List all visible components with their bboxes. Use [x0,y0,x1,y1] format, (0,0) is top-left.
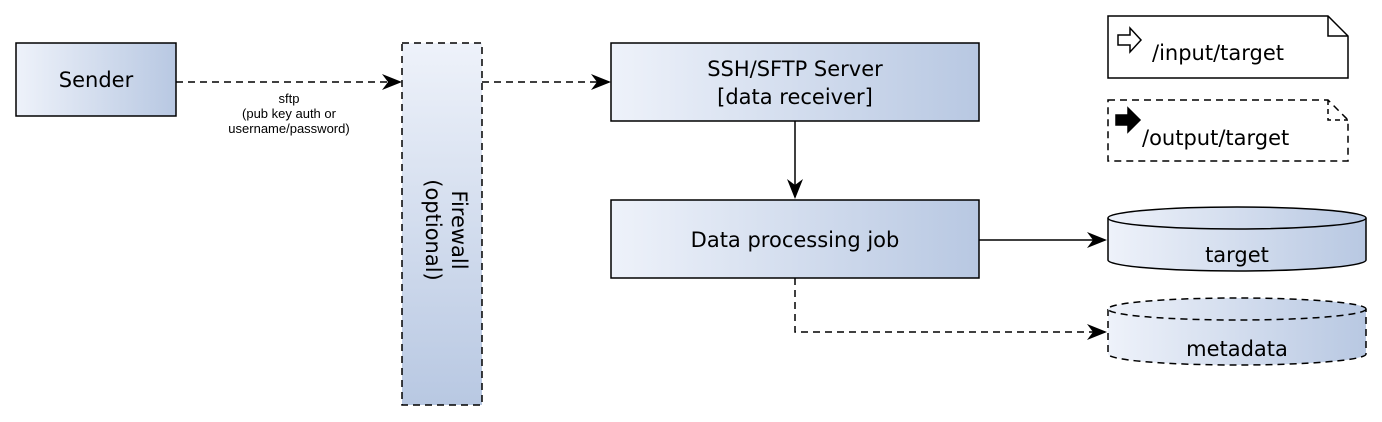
sender-label: Sender [59,68,134,92]
sftp-edge-label: sftp (pub key auth or username/password) [228,91,349,136]
sender-node: Sender [15,42,177,117]
processing-job-node: Data processing job [610,199,980,279]
job-label: Data processing job [691,228,900,252]
target-datastore: target [1107,206,1367,272]
sftp-label-line-1: sftp [279,91,300,106]
sftp-server-node: SSH/SFTP Server [data receiver] [610,42,980,122]
server-label-line-2: [data receiver] [717,85,873,109]
server-label-line-1: SSH/SFTP Server [707,57,883,81]
legend-output: /output/target [1107,99,1349,162]
edge-job-metadata [794,278,1107,340]
metadata-label: metadata [1186,337,1288,361]
filled-arrow-icon [1115,106,1142,134]
target-label: target [1205,243,1269,267]
firewall-label-line-2: (optional) [421,179,445,281]
firewall-label-line-1: Firewall [447,190,471,269]
legend-input: /input/target [1107,15,1349,79]
legend-output-label: /output/target [1142,126,1289,150]
hollow-arrow-icon [1117,26,1143,54]
metadata-datastore: metadata [1107,297,1367,366]
firewall-node: Firewall (optional) [401,42,483,406]
sftp-label-line-2: (pub key auth or [242,106,337,121]
legend-input-label: /input/target [1152,41,1284,65]
sftp-label-line-3: username/password) [228,121,349,136]
